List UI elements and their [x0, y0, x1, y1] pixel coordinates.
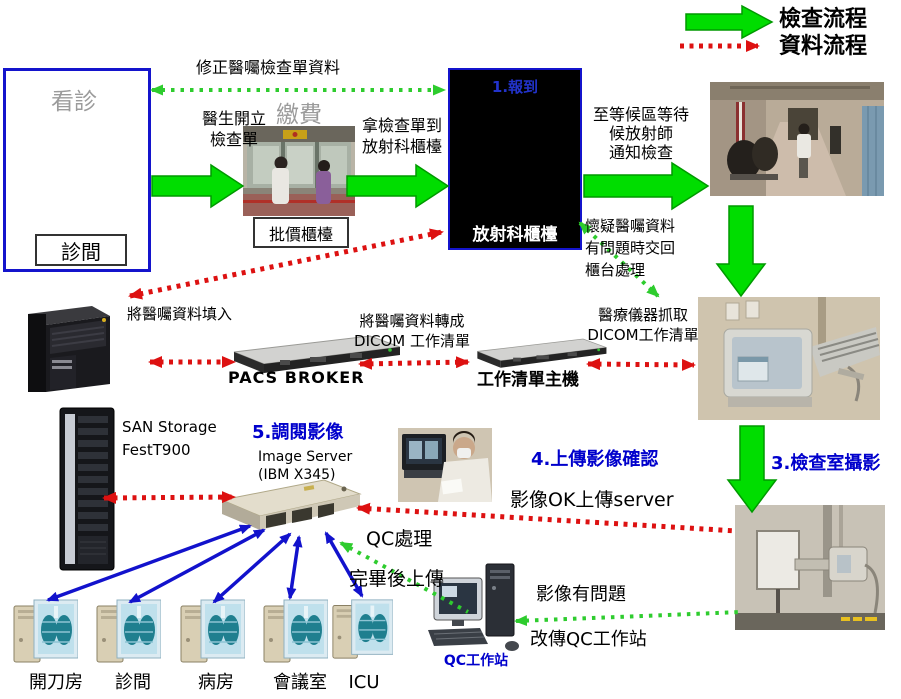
arrow-modality-to-xray	[726, 425, 778, 514]
label-to-dicom: 將醫囑資料轉成 DICOM 工作清單	[354, 312, 470, 350]
arrow-server-ws-clinic	[128, 528, 266, 604]
xray-room-photo	[735, 505, 885, 630]
arrow-xray-imageserver-upload	[356, 502, 738, 534]
worklist-host-label: 工作清單主機	[477, 370, 579, 390]
label-suspect-return: 懷疑醫囑資料 有問題時交回 櫃台處理	[585, 217, 676, 279]
arrow-broker-worklist-data	[358, 356, 470, 370]
step3-label: 3.檢查室攝影	[771, 453, 881, 474]
clinic-caption: 看診	[51, 89, 97, 115]
legend-exam-flow-arrow	[685, 4, 774, 40]
label-fetch-dicom: 醫療儀器抓取 DICOM工作清單	[587, 306, 699, 344]
ws-clinic-label: 診間	[115, 672, 151, 693]
legend-data-label: 資料流程	[779, 34, 868, 59]
arrow-billing-to-checkin	[346, 163, 450, 209]
billing-label-box: 批價櫃檯	[253, 217, 349, 248]
image-server-name: Image Server	[258, 449, 353, 465]
step4-label: 4.上傳影像確認	[531, 449, 659, 470]
label-image-ok-upload: 影像OK上傳server	[510, 489, 674, 511]
arrow-waiting-to-modality	[715, 205, 767, 298]
arrow-server-ws-icu	[324, 531, 364, 598]
checkin-footer: 放射科櫃檯	[450, 216, 580, 248]
billing-caption: 繳費	[276, 102, 322, 128]
clinic-label: 診間	[61, 239, 101, 264]
image-server-device	[212, 474, 362, 536]
billing-label: 批價櫃檯	[268, 224, 333, 244]
image-server-model: (IBM X345)	[258, 467, 336, 483]
arrow-xray-to-qc	[514, 610, 743, 627]
arrow-san-imageserver-data	[102, 491, 236, 504]
arrow-server-ws-conference	[286, 535, 303, 600]
checkin-box: 1.報到 放射科櫃檯	[448, 68, 582, 250]
label-take-form: 拿檢查單到 放射科櫃檯	[361, 116, 442, 156]
label-send-to-qc: 改傳QC工作站	[530, 629, 647, 650]
arrow-server-ws-operating-room	[46, 524, 252, 602]
legend-exam-label: 檢查流程	[779, 7, 868, 32]
ws-ward-label: 病房	[198, 672, 234, 693]
billing-counter-photo	[243, 126, 355, 216]
qc-workstation-device	[424, 562, 524, 656]
label-wait-area: 至等候區等待 候放射師 通知檢查	[592, 105, 689, 163]
ws-conference-label: 會議室	[273, 672, 327, 693]
worklist-host-server	[468, 330, 608, 376]
pacs-broker-server	[222, 332, 402, 376]
label-qc-process: QC處理	[366, 528, 433, 550]
checkin-header: 1.報到	[450, 70, 580, 102]
san-storage-label: SAN Storage FestT900	[122, 418, 217, 459]
label-fill-data: 將醫囑資料填入	[127, 305, 233, 323]
arrow-checkin-to-waiting	[583, 161, 710, 211]
radiology-counter-label: 放射科櫃檯	[472, 224, 558, 245]
label-fix-order: 修正醫囑檢查單資料	[196, 58, 341, 77]
ws-operating-room-label: 開刀房	[29, 672, 83, 693]
upload-verify-photo	[398, 428, 492, 502]
label-doctor-order: 醫生開立 檢查單	[201, 109, 266, 149]
arrow-server-ws-ward	[212, 532, 292, 604]
arrow-clinic-to-billing	[151, 163, 245, 209]
step5-label: 5.調閱影像	[252, 422, 344, 443]
qc-workstation-label: QC工作站	[443, 653, 509, 669]
checkin-step-label: 1.報到	[491, 77, 539, 96]
ws-icu-label: ICU	[348, 672, 380, 693]
arrow-worklist-modality-data	[586, 358, 696, 371]
waiting-hallway-photo	[710, 82, 884, 196]
label-image-problem: 影像有問題	[536, 584, 626, 605]
clinic-label-box: 診間	[35, 234, 127, 266]
pacs-broker-label: PACS BROKER	[228, 368, 365, 387]
modality-device-photo	[698, 297, 880, 420]
label-upload-done: 完畢後上傳	[349, 568, 445, 590]
his-tower-server	[18, 300, 114, 396]
